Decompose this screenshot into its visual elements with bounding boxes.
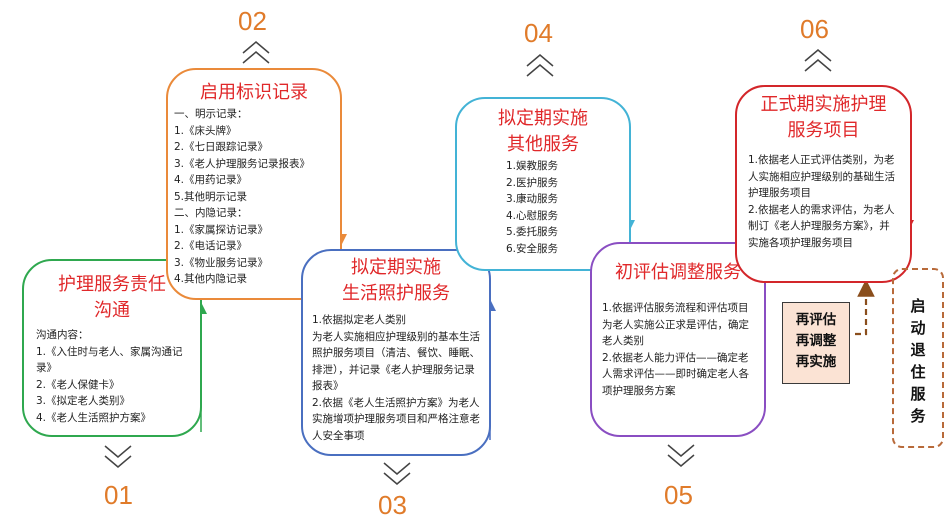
- step-03-box: [301, 249, 491, 456]
- step-number-04: 04: [524, 18, 553, 48]
- reassess-text: 再评估 再调整 再实施: [795, 312, 837, 370]
- chevron-down-icon-05: [667, 444, 695, 467]
- step-05-body: 1.依据评估服务流程和评估项目为老人实施公正求是评估，确定老人类别 2.依据老人…: [602, 302, 749, 397]
- step-02-title: 启用标识记录: [200, 82, 308, 103]
- step-04-box: [455, 97, 631, 271]
- step-03-title: 拟定期实施 生活照护服务: [342, 257, 450, 304]
- retire-service-text: 启 动 退 住 服 务: [910, 297, 926, 425]
- step-01-body: 沟通内容： 1.《入住时与老人、家属沟通记录》 2.《老人保健卡》 3.《拟定老…: [36, 329, 183, 424]
- step-number-03: 03: [378, 490, 407, 520]
- step-04-body: 1.娱教服务 2.医护服务 3.康动服务 4.心慰服务 5.委托服务 6.安全服…: [506, 160, 559, 255]
- step-04-title: 拟定期实施 其他服务: [498, 108, 588, 155]
- step-number-02: 02: [238, 6, 267, 36]
- step-number-06: 06: [800, 14, 829, 44]
- step-05-box: [590, 242, 766, 437]
- chevron-down-icon-01: [104, 445, 132, 468]
- step-06-box: [735, 85, 912, 283]
- step-03-body: 1.依据拟定老人类别 为老人实施相应护理级别的基本生活照护服务项目（清洁、餐饮、…: [312, 314, 480, 442]
- step-number-05: 05: [664, 480, 693, 510]
- chevron-up-icon-06: [804, 49, 832, 72]
- arrow-retire: [855, 279, 875, 336]
- step-06-title: 正式期实施护理 服务项目: [760, 94, 887, 141]
- reassess-box: [782, 302, 850, 384]
- chevron-down-icon-03: [383, 462, 411, 485]
- step-number-01: 01: [104, 480, 133, 510]
- step-01-title: 护理服务责任 沟通: [58, 274, 166, 321]
- step-06-body: 1.依据老人正式评估类别，为老人实施相应护理级别的基础生活护理服务项目 2.依据…: [748, 154, 895, 249]
- retire-service-box: [892, 268, 944, 448]
- chevron-up-icon-02: [242, 41, 270, 64]
- step-05-title: 初评估调整服务: [615, 262, 741, 283]
- chevron-up-icon-04: [526, 54, 554, 77]
- step-02-body: 一、明示记录： 1.《床头牌》 2.《七日跟踪记录》 3.《老人护理服务记录报表…: [174, 108, 311, 285]
